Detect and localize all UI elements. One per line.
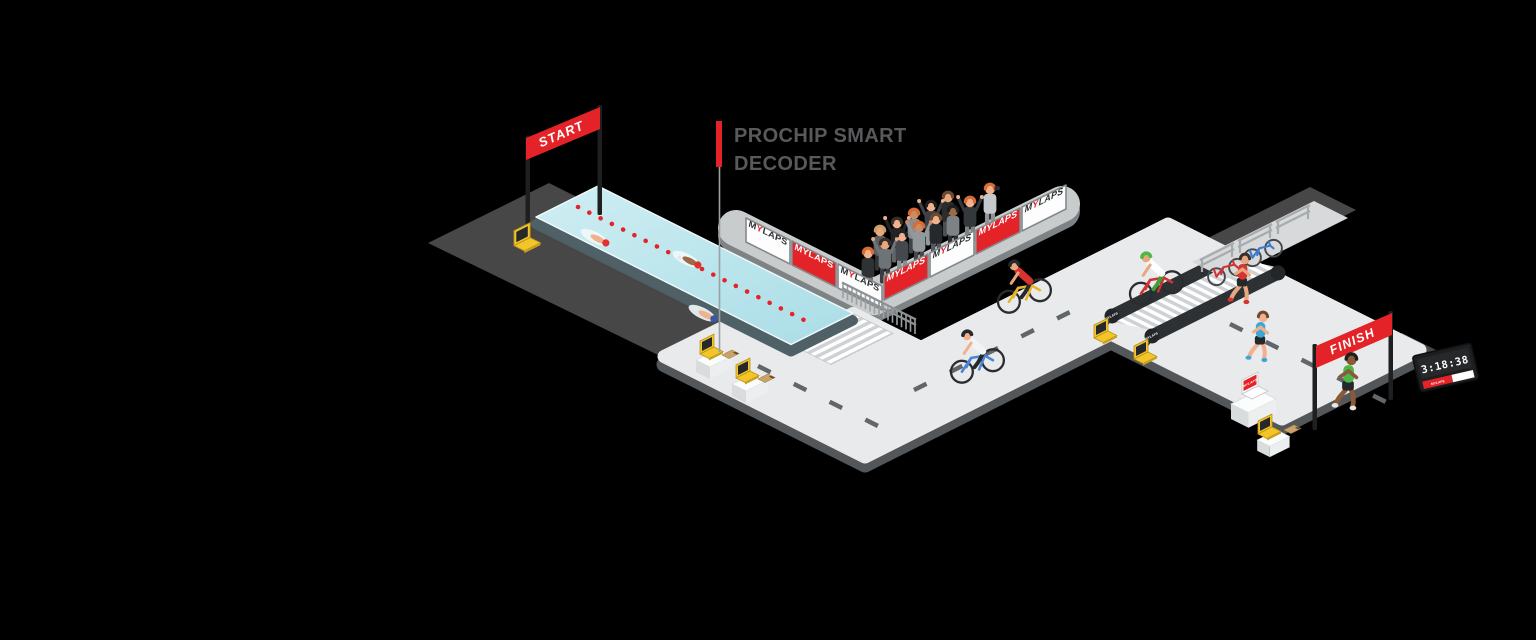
photographer: [981, 182, 1000, 231]
start-post-right: [597, 105, 602, 215]
finish-gate: FINISH: [1312, 311, 1393, 430]
laptop-screen-brand: MYLAPS: [1243, 377, 1257, 388]
spectator-crowd: [859, 182, 1000, 295]
mat-end-cap: [1270, 265, 1286, 281]
start-gate: START: [525, 105, 602, 248]
callout-title-line2: DECODER: [734, 153, 837, 175]
finish-post-left: [1312, 344, 1317, 430]
swimmer: [688, 304, 718, 323]
road-markings: [756, 299, 1404, 433]
callout-title-line1: PROCHIP SMART: [734, 125, 907, 147]
swimmer: [672, 250, 702, 269]
mat-cap-brand: MYLAPS: [1104, 311, 1119, 321]
mat-cap-brand: MYLAPS: [1144, 331, 1159, 341]
timing-stations: MYLAPS: [513, 222, 1302, 458]
transition-bike-racks: [1192, 201, 1348, 287]
race-clock-brand: MYLAPS: [1431, 379, 1446, 386]
mat-striped-zone: [1114, 259, 1276, 330]
race-clock-brand-strip: [1422, 374, 1454, 389]
start-post-left: [525, 136, 530, 248]
prochip-smart-decoder-callout: PROCHIP SMART DECODER: [716, 121, 907, 352]
callout-bar: [716, 121, 722, 167]
callout-pointer-line: [718, 167, 721, 352]
finish-laptop: MYLAPS: [1241, 371, 1269, 400]
race-clock: 3:18:38 MYLAPS: [1412, 342, 1480, 393]
timing-mat: [1145, 266, 1285, 343]
finish-banner: [1316, 313, 1392, 368]
swimmer: [580, 228, 610, 247]
mylaps-barrier-panel: MYLAPS: [1021, 184, 1067, 232]
swimmers: [580, 228, 718, 323]
start-banner: [526, 107, 600, 160]
